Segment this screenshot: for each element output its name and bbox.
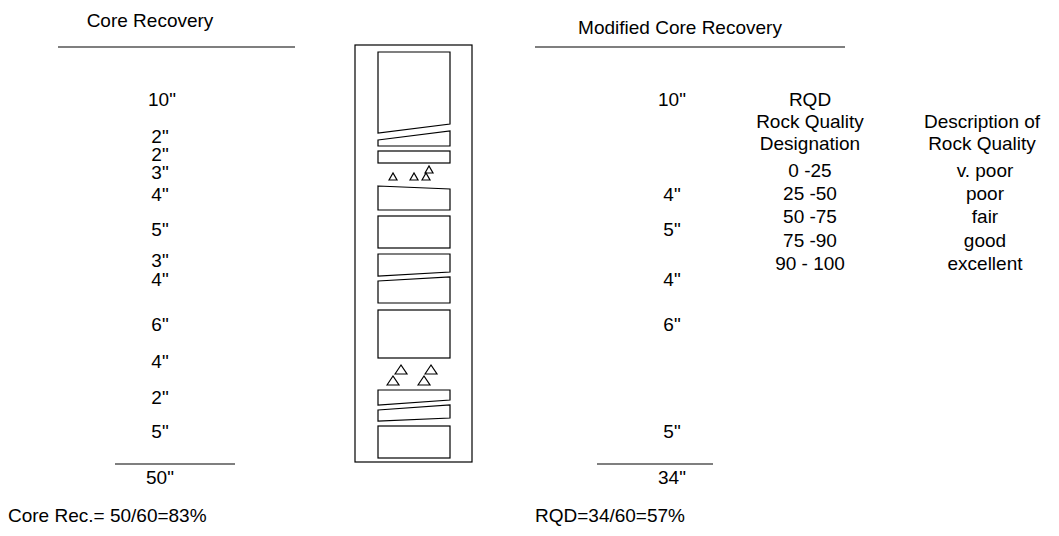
heading-rule (58, 46, 295, 47)
table-cell: excellent (948, 253, 1023, 275)
length-value: 6" (663, 314, 680, 336)
length-value: 10" (148, 89, 176, 111)
sum-rule (597, 463, 713, 464)
rubble-symbol (387, 365, 437, 385)
core-piece (378, 310, 450, 358)
length-value: 5" (663, 219, 680, 241)
length-value: 4" (151, 184, 168, 206)
length-value: 5" (663, 421, 680, 443)
length-value: 6" (151, 314, 168, 336)
table-cell: good (964, 230, 1006, 252)
heading: Modified Core Recovery (578, 17, 782, 39)
length-value: 4" (151, 269, 168, 291)
table-cell: 25 -50 (783, 183, 837, 205)
heading: Core Recovery (87, 10, 214, 32)
table-cell: 75 -90 (783, 230, 837, 252)
result-formula: Core Rec.= 50/60=83% (8, 505, 207, 527)
length-value: 3" (151, 162, 168, 184)
length-value: 4" (663, 184, 680, 206)
table-cell: 50 -75 (783, 206, 837, 228)
rubble-symbol (389, 166, 433, 180)
length-total: 50" (146, 467, 174, 489)
table-cell: 90 - 100 (775, 253, 845, 275)
length-value: 2" (151, 387, 168, 409)
core-piece (378, 52, 450, 133)
heading-rule (535, 46, 845, 47)
core-box (355, 45, 472, 462)
core-piece (378, 405, 450, 421)
table-cell: poor (966, 183, 1004, 205)
length-value: 5" (151, 421, 168, 443)
core-piece (378, 216, 450, 248)
core-piece (378, 254, 450, 276)
sum-rule (115, 463, 235, 464)
length-value: 3" (151, 250, 168, 272)
core-piece (378, 426, 450, 458)
length-value: 4" (663, 269, 680, 291)
length-value: 10" (658, 89, 686, 111)
table-cell: 0 -25 (788, 160, 831, 182)
length-total: 34" (658, 467, 686, 489)
core-piece (378, 186, 450, 210)
table-cell: v. poor (957, 160, 1014, 182)
column-heading: RQD (789, 89, 831, 111)
length-value: 5" (151, 219, 168, 241)
core-piece (378, 277, 450, 303)
column-heading: Rock Quality Designation (747, 111, 873, 155)
column-heading: Description of Rock Quality (911, 111, 1053, 155)
length-value: 4" (151, 351, 168, 373)
core-piece (378, 131, 450, 146)
table-cell: fair (972, 206, 998, 228)
core-piece (378, 151, 450, 163)
result-formula: RQD=34/60=57% (535, 505, 685, 527)
core-piece (378, 390, 450, 405)
